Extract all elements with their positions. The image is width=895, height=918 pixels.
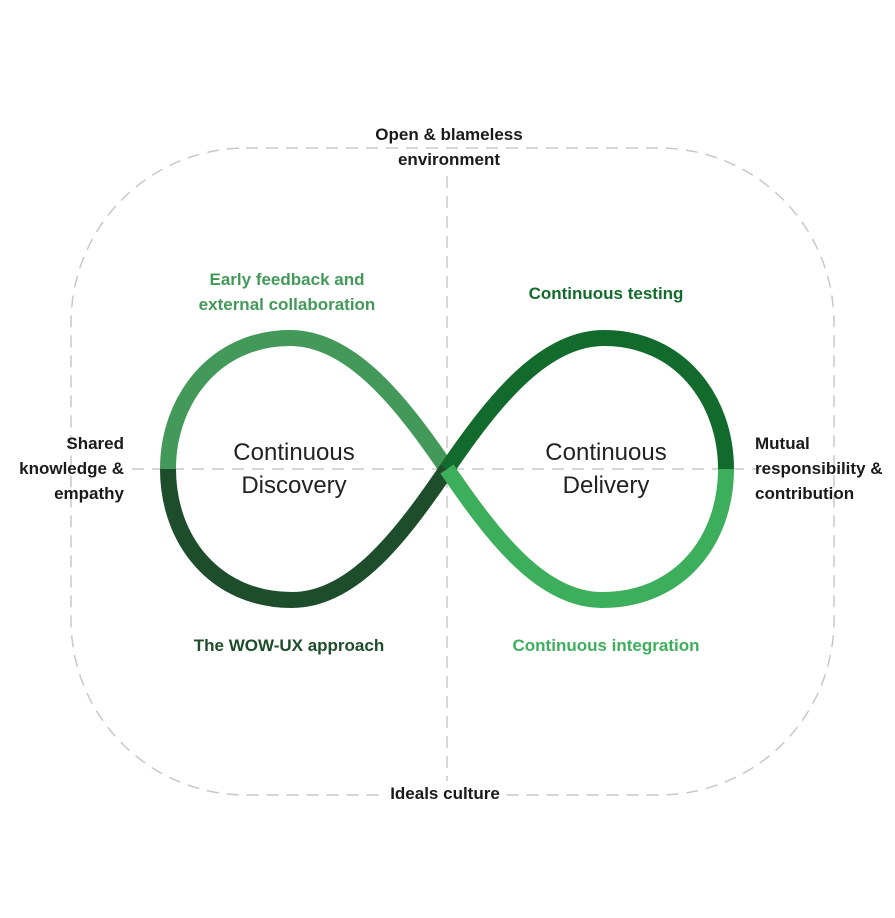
loop-top-right-segment bbox=[440, 329, 734, 474]
quadrant-label-bottom-right: Continuous integration bbox=[512, 636, 700, 655]
quadrant-label-top-left: Early feedback and external collaboratio… bbox=[199, 267, 376, 317]
quadrant-label-top-right: Continuous testing bbox=[528, 284, 684, 303]
outer-right-line-1: Mutual bbox=[755, 434, 810, 453]
outer-label-right: Mutual responsibility & contribution bbox=[755, 431, 883, 506]
outer-right-line-3: contribution bbox=[755, 484, 855, 503]
outer-label-top: Open & blameless environment bbox=[375, 122, 522, 172]
loop-label-right: Continuous Delivery bbox=[545, 436, 666, 502]
quadrant-top-left-line-1: Early feedback and bbox=[209, 270, 365, 289]
loop-right-line-2: Delivery bbox=[562, 472, 650, 499]
loop-left-line-2: Discovery bbox=[241, 472, 347, 499]
outer-top-line-1: Open & blameless bbox=[375, 125, 523, 144]
loop-right-line-1: Continuous bbox=[545, 439, 667, 466]
outer-left-line-3: empathy bbox=[54, 484, 124, 503]
loop-bottom-left-segment bbox=[160, 464, 454, 609]
outer-top-line-2: environment bbox=[397, 150, 501, 169]
loop-top-left-segment bbox=[160, 329, 454, 474]
quadrant-label-bottom-left: The WOW-UX approach bbox=[193, 636, 385, 655]
outer-left-line-2: knowledge & bbox=[19, 459, 124, 478]
outer-label-left: Shared knowledge & empathy bbox=[5, 431, 124, 506]
outer-right-line-2: responsibility & bbox=[755, 459, 883, 478]
outer-label-bottom: Ideals culture bbox=[384, 781, 506, 806]
loop-bottom-right-segment bbox=[440, 464, 734, 609]
loop-left-line-1: Continuous bbox=[233, 439, 355, 466]
outer-left-line-1: Shared bbox=[66, 434, 124, 453]
loop-label-left: Continuous Discovery bbox=[233, 436, 354, 502]
quadrant-top-left-line-2: external collaboration bbox=[198, 295, 376, 314]
